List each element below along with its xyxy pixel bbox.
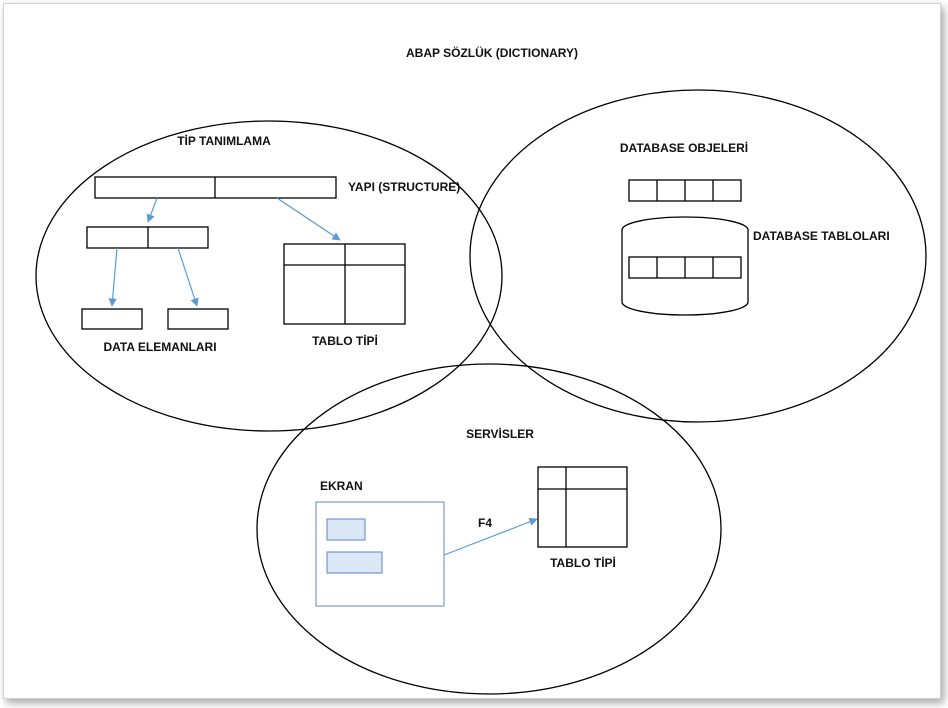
screen-field	[326, 518, 366, 541]
data-element-box	[81, 308, 143, 330]
database-object-row	[628, 179, 742, 202]
database-objects-circle	[469, 89, 927, 423]
data-element-box	[167, 308, 229, 330]
diagram-title: ABAP SÖZLÜK (DICTIONARY)	[406, 45, 578, 60]
diagram-frame	[3, 3, 941, 699]
arrow-structure-to-table-type	[276, 197, 341, 241]
arrow-to-data-element	[108, 247, 118, 307]
services-table-type-label: TABLO TİPİ	[550, 555, 616, 570]
screen-box	[315, 501, 445, 607]
table-type-grid	[283, 243, 406, 325]
services-circle	[256, 363, 722, 695]
database-cylinder	[621, 216, 749, 316]
f4-label: F4	[478, 516, 492, 530]
structure-bar	[94, 176, 337, 199]
type-definition-circle	[35, 120, 503, 432]
services-heading: SERVİSLER	[466, 426, 534, 441]
table-type-label: TABLO TİPİ	[312, 333, 378, 348]
services-table-type-grid	[537, 466, 628, 548]
sub-structure-bar	[86, 226, 209, 249]
arrow-f4	[443, 517, 538, 556]
arrow-to-data-element	[177, 247, 199, 307]
database-tables-label: DATABASE TABLOLARI	[753, 229, 890, 243]
screen-field	[326, 551, 383, 574]
type-definition-heading: TİP TANIMLAMA	[177, 133, 271, 148]
structure-label: YAPI (STRUCTURE)	[348, 180, 460, 194]
database-table-row	[628, 256, 742, 279]
database-objects-heading: DATABASE OBJELERİ	[620, 140, 748, 155]
arrow-structure-to-substructure	[146, 197, 158, 223]
data-elements-label: DATA ELEMANLARI	[103, 340, 216, 354]
screen-label: EKRAN	[320, 479, 363, 493]
